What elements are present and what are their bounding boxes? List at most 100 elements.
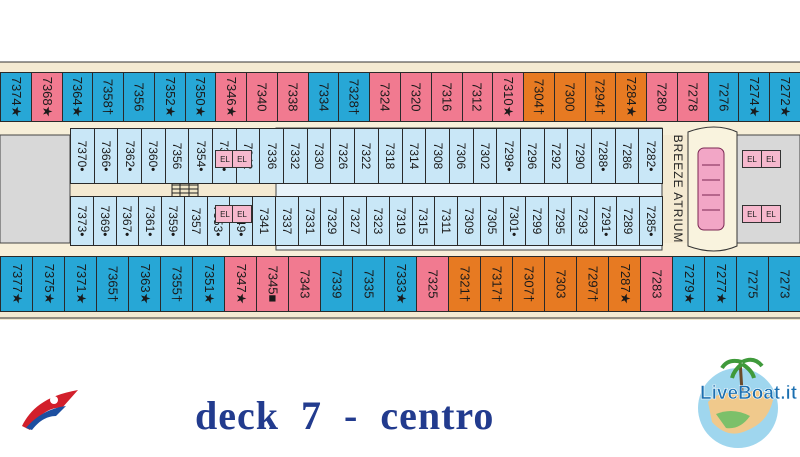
cabin-number: 7358†: [100, 78, 116, 116]
cabin-number: 7368★: [39, 76, 55, 118]
cabin-inner-lower: 7323: [366, 196, 390, 246]
cabin-inner-upper: 7286: [614, 128, 640, 184]
cabin-top: 7356: [123, 72, 155, 122]
cabin-number: 7295: [553, 207, 568, 235]
cabin-number: 7278: [685, 82, 701, 112]
cabin-number: 7339: [329, 269, 344, 299]
cabin-bottom: 7303: [544, 256, 577, 312]
cabin-inner-upper: 7308: [425, 128, 450, 184]
cabin-inner-lower: 7311: [434, 196, 459, 246]
cabin-number: 7321†: [457, 265, 472, 303]
cabin-top: 7324: [369, 72, 401, 122]
cabin-inner-lower: 7331: [297, 196, 322, 246]
cabin-inner-upper: 7336: [259, 128, 285, 184]
cabin-inner-upper: 7354•: [188, 128, 214, 184]
cabin-inner-upper: 7322: [354, 128, 379, 184]
cabin-top: 7364★: [61, 72, 94, 122]
cabin-number: 7301•: [507, 205, 522, 237]
cabin-number: 7371★: [73, 263, 89, 305]
cabin-number: 7341: [257, 207, 272, 235]
elevator-label: EL: [742, 205, 762, 223]
cabin-inner-upper: 7282•: [638, 128, 663, 184]
cabin-number: 7276: [716, 82, 732, 112]
liveboat-globe-logo: [698, 357, 778, 448]
cabin-number: 7360•: [146, 140, 161, 172]
cabin-bottom: 7335: [352, 256, 385, 312]
cabin-inner-lower: 7357: [183, 196, 208, 246]
cabin-bottom: 7375★: [32, 256, 65, 312]
cabin-number: 7373•: [74, 205, 89, 237]
cabin-number: 7329: [325, 207, 340, 235]
cabin-number: 7336: [264, 142, 279, 170]
cabin-bottom: 7277★: [704, 256, 737, 312]
elevator-label: EL: [761, 205, 781, 223]
cabin-inner-lower: 7373•: [70, 196, 94, 246]
cabin-number: 7343: [297, 269, 312, 299]
cabin-inner-lower: 7295: [548, 196, 572, 246]
cabin-bottom: 7287★: [608, 256, 641, 312]
cabin-inner-lower: 7329: [320, 196, 345, 246]
cabin-inner-upper: 7318: [377, 128, 403, 184]
cabin-number: 7367•: [120, 205, 135, 237]
cabin-number: 7277★: [713, 263, 729, 305]
cabin-number: 7297†: [585, 265, 600, 303]
cabin-bottom: 7275: [736, 256, 769, 312]
cabin-number: 7308: [430, 142, 445, 170]
cabin-inner-lower: 7319: [388, 196, 413, 246]
cabin-number: 7314: [406, 142, 421, 170]
cabin-bottom: 7307†: [512, 256, 545, 312]
cabin-number: 7279★: [681, 263, 697, 305]
cabin-top: 7316: [430, 72, 463, 122]
cabin-inner-upper: 7306: [448, 128, 474, 184]
cabin-inner-lower: 7309: [457, 196, 481, 246]
cabin-inner-upper: 7326: [330, 128, 356, 184]
cabin-number: 7370•: [75, 140, 90, 172]
cabin-number: 7364★: [70, 76, 86, 118]
cabin-bottom: 7333★: [384, 256, 417, 312]
atrium-feature: [687, 126, 738, 252]
cabin-number: 7328†: [346, 78, 362, 116]
cabin-top: 7280: [646, 72, 678, 122]
cabin-inner-upper: 7332: [283, 128, 308, 184]
cabin-top: 7358†: [92, 72, 125, 122]
cabin-number: 7292: [548, 142, 563, 170]
cabin-top: 7278: [676, 72, 709, 122]
cabin-number: 7324: [377, 82, 393, 112]
liveboat-logo-text: LiveBoat.it: [700, 383, 798, 405]
cabin-inner-upper: 7314: [401, 128, 427, 184]
cabin-number: 7287★: [617, 263, 633, 305]
cabin-number: 7347★: [233, 263, 249, 305]
cabin-number: 7377★: [9, 263, 25, 305]
cabin-number: 7345■: [265, 265, 280, 303]
cabin-inner-lower: 7337: [274, 196, 299, 246]
cabin-bottom: 7365†: [96, 256, 129, 312]
cabin-number: 7332: [288, 142, 303, 170]
cabin-number: 7355†: [169, 265, 184, 303]
cabin-number: 7305: [484, 207, 499, 235]
cabin-inner-upper: 7330: [306, 128, 332, 184]
cabin-top: 7272★: [769, 72, 800, 122]
cabin-inner-lower: 7299: [525, 196, 550, 246]
cabin-number: 7293: [575, 207, 590, 235]
cabin-number: 7374★: [8, 76, 24, 118]
cabin-top: 7334: [307, 72, 340, 122]
cabin-number: 7352★: [162, 76, 178, 118]
cabin-inner-lower: 7301•: [502, 196, 527, 246]
cabin-inner-lower: 7285•: [639, 196, 663, 246]
cabin-inner-upper: 7360•: [141, 128, 166, 184]
cabin-number: 7317†: [489, 265, 504, 303]
cabin-number: 7286: [619, 142, 634, 170]
cabin-inner-lower: 7293: [570, 196, 595, 246]
cabin-number: 7325: [425, 269, 440, 299]
elevator-label: EL: [232, 150, 252, 168]
cabin-number: 7306: [454, 142, 469, 170]
cabin-top: 7352★: [153, 72, 186, 122]
cabin-number: 7290: [572, 142, 587, 170]
cabin-bottom: 7317†: [480, 256, 513, 312]
cabin-number: 7320: [408, 82, 424, 112]
cabin-inner-upper: 7298•: [496, 128, 521, 184]
cabin-number: 7283: [649, 269, 664, 299]
cabin-inner-upper: 7362•: [117, 128, 143, 184]
cabin-number: 7359•: [165, 205, 180, 237]
cabin-number: 7280: [654, 82, 670, 112]
